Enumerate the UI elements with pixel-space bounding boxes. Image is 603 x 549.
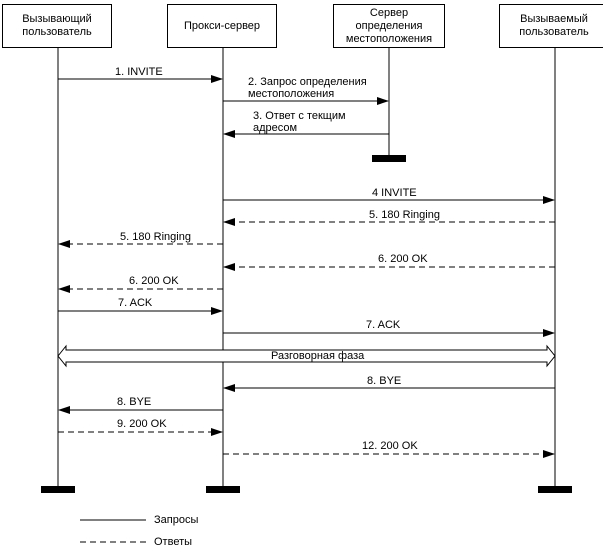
participant-proxy-server: Прокси-сервер xyxy=(167,4,277,48)
message-label-5a: 5. 180 Ringing xyxy=(369,209,440,221)
message-label-1: 1. INVITE xyxy=(115,66,163,78)
message-label-2: 2. Запрос определения местоположения xyxy=(248,76,367,100)
lifeline-end-callee xyxy=(538,486,572,493)
legend-responses-label: Ответы xyxy=(154,536,193,548)
message-label-9: 9. 200 OK xyxy=(117,418,167,430)
lifeline-end-caller xyxy=(41,486,75,493)
message-label-4: 4 INVITE xyxy=(372,187,417,199)
session-label: Разговорная фаза xyxy=(271,350,365,362)
lifeline-end-location-server xyxy=(372,155,406,162)
message-label-6a: 6. 200 OK xyxy=(378,253,428,265)
message-label-8a: 8. BYE xyxy=(367,375,402,387)
participant-caller: Вызывающий пользователь xyxy=(2,4,112,48)
legend-requests-label: Запросы xyxy=(154,514,199,526)
participant-location-server: Сервер определения местоположения xyxy=(333,4,445,48)
message-label-3: 3. Ответ с текщим адресом xyxy=(253,110,346,134)
lifeline-end-proxy xyxy=(206,486,240,493)
message-label-5b: 5. 180 Ringing xyxy=(120,231,191,243)
message-label-7b: 7. ACK xyxy=(366,319,401,331)
message-label-6b: 6. 200 OK xyxy=(129,275,179,287)
message-label-7a: 7. ACK xyxy=(118,297,153,309)
session-double-arrow xyxy=(57,344,556,368)
message-label-8b: 8. BYE xyxy=(117,396,152,408)
participant-callee: Вызываемый пользователь xyxy=(499,4,603,48)
message-label-12: 12. 200 OK xyxy=(362,440,418,452)
